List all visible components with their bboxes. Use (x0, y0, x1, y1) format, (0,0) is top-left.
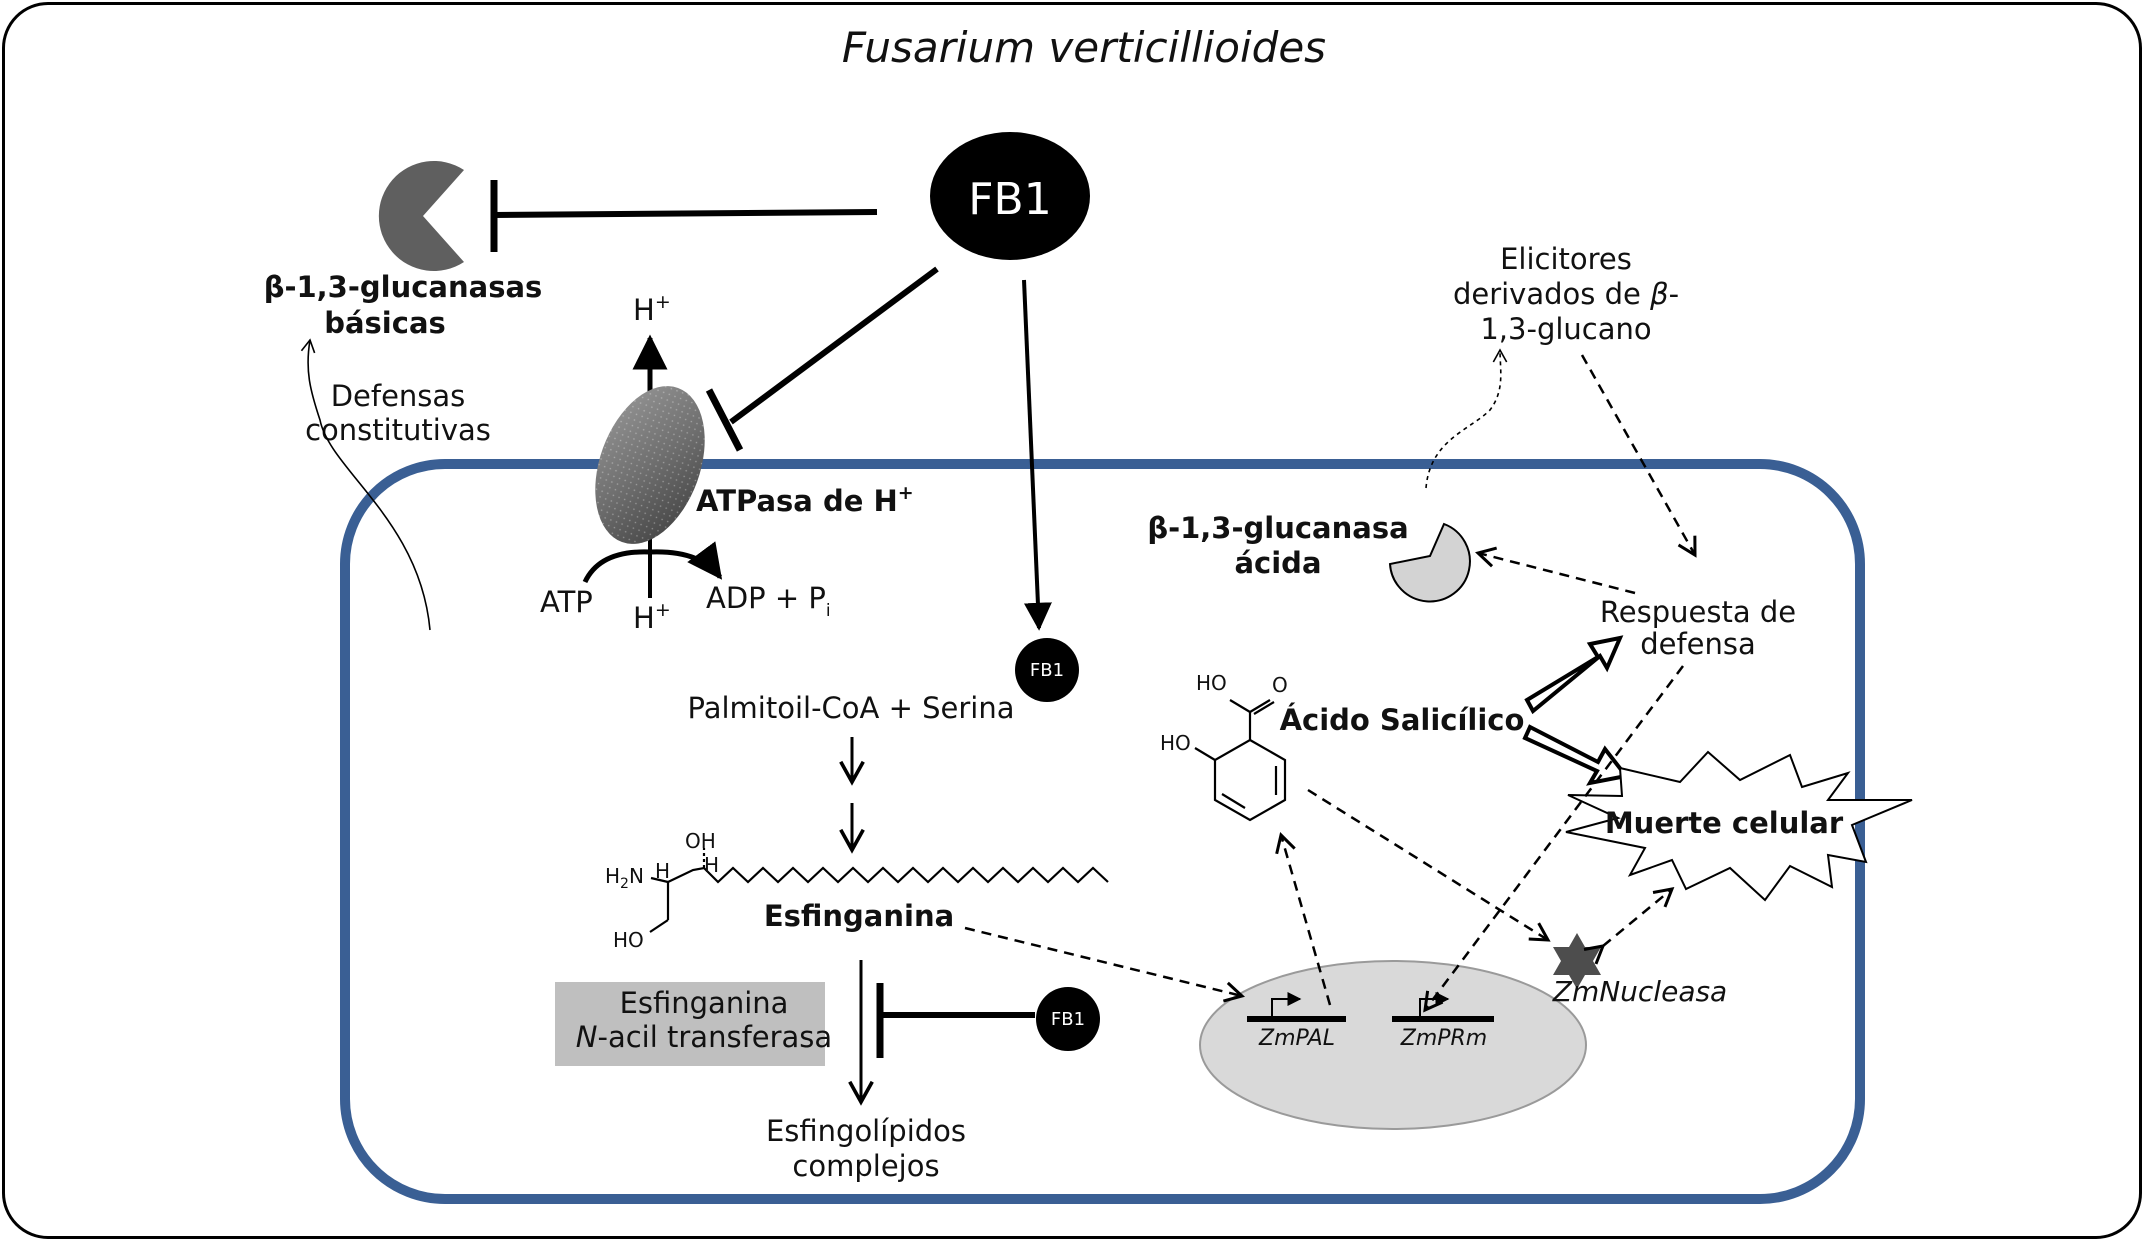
cell-membrane (340, 459, 1865, 1204)
h-plus-bottom-label: H+ (633, 599, 671, 635)
chem-ho-side-label: HO (1160, 731, 1191, 755)
adp-label: ADP + Pi (706, 581, 831, 621)
zmnucleasa-label: ZmNucleasa (1552, 975, 1727, 1008)
zmpal-promoter-arrow (1271, 992, 1302, 1019)
zmpal-to-salicilico-arrow (1275, 832, 1332, 1006)
fb1-small-label-2: FB1 (1051, 1009, 1085, 1030)
chem-h1-label: H (655, 859, 670, 883)
basic-glucanase-icon (378, 160, 464, 271)
zmprm-label: ZmPRm (1400, 1026, 1488, 1051)
muerte-celular-label: Muerte celular (1605, 806, 1844, 840)
nucleus (1199, 960, 1587, 1130)
atpasa-icon (595, 386, 705, 544)
glucanasas-basicas-label-2: básicas (324, 306, 446, 340)
acid-glucanase-icon (1388, 522, 1471, 603)
fb1-entry-arrow (1022, 279, 1052, 631)
transferasa-label-1: Esfinganina (620, 986, 789, 1020)
transferasa-box (555, 982, 825, 1066)
inhibition-bar-atpasa (705, 388, 744, 452)
respuesta-to-glucanasa-arrow (1475, 546, 1636, 595)
organism-title: Fusarium verticillioides (842, 23, 1326, 72)
esfingolipidos-label-2: complejos (792, 1149, 939, 1183)
inhibition-fb1-glucanasa (493, 209, 878, 218)
glucanasa-to-elicitores-arrow (1425, 348, 1508, 489)
fb1-toxin-inhibitor (1036, 987, 1100, 1051)
chem-ho-top-label: HO (1196, 671, 1227, 695)
elicitores-to-respuesta-arrow (1580, 354, 1697, 558)
elicitores-label-2: derivados de β- (1453, 277, 1679, 311)
inhibition-fb1-atpasa (729, 266, 939, 425)
chem-h2-label: H (704, 853, 719, 877)
atpasa-label: ATPasa de H+ (696, 482, 914, 518)
salicilico-to-nucleasa-arrow (1307, 788, 1551, 942)
defensas-label-2: constitutivas (305, 413, 491, 447)
elicitores-label-3: 1,3-glucano (1480, 312, 1651, 346)
chem-h2n-label: H2N (605, 864, 644, 892)
palmitoil-label: Palmitoil-CoA + Serina (688, 691, 1015, 725)
esfingolipidos-label-1: Esfingolípidos (766, 1114, 966, 1148)
respuesta-label-1: Respuesta de (1600, 595, 1796, 629)
salicilico-structure (1194, 699, 1287, 822)
elicitores-label-1: Elicitores (1500, 242, 1632, 276)
salicilico-to-muerte-hollow-arrow (1522, 724, 1630, 786)
nucleasa-muerte-arrow (1583, 887, 1675, 965)
esfinganina-structure (649, 848, 1109, 933)
fb1-toxin-intracellular (1015, 638, 1079, 702)
glucanasa-acida-label-2: ácida (1234, 546, 1321, 580)
esfinganina-to-zmpal-arrow (964, 926, 1245, 1003)
respuesta-to-zmprm-arrow (1423, 665, 1684, 1013)
chem-oh-label: OH (685, 829, 716, 853)
atp-label: ATP (540, 585, 593, 619)
defensas-label-1: Defensas (331, 379, 466, 413)
chem-o-label: O (1272, 673, 1288, 697)
salicilico-to-respuesta-hollow-arrow (1524, 635, 1624, 715)
fb1-toxin-main (930, 132, 1090, 260)
acido-salicilico-label: Ácido Salicílico (1280, 703, 1525, 737)
chem-ho-bottom-label: HO (613, 928, 644, 952)
h-plus-top-label: H+ (633, 291, 671, 327)
glucanasa-acida-label-1: β-1,3-glucanasa (1147, 511, 1408, 545)
muerte-celular-burst (1565, 750, 1913, 902)
fb1-main-label: FB1 (968, 174, 1052, 225)
respuesta-label-2: defensa (1640, 627, 1756, 661)
zmpal-label: ZmPAL (1258, 1026, 1335, 1051)
glucanasas-basicas-label-1: β-1,3-glucanasas (264, 270, 543, 304)
fb1-small-label-1: FB1 (1030, 660, 1064, 681)
atp-curve-arrow (582, 541, 723, 584)
defensas-curve-arrow (300, 338, 431, 631)
transferasa-label-2: N-acil transferasa (576, 1020, 832, 1054)
esfinganina-label: Esfinganina (764, 899, 954, 933)
